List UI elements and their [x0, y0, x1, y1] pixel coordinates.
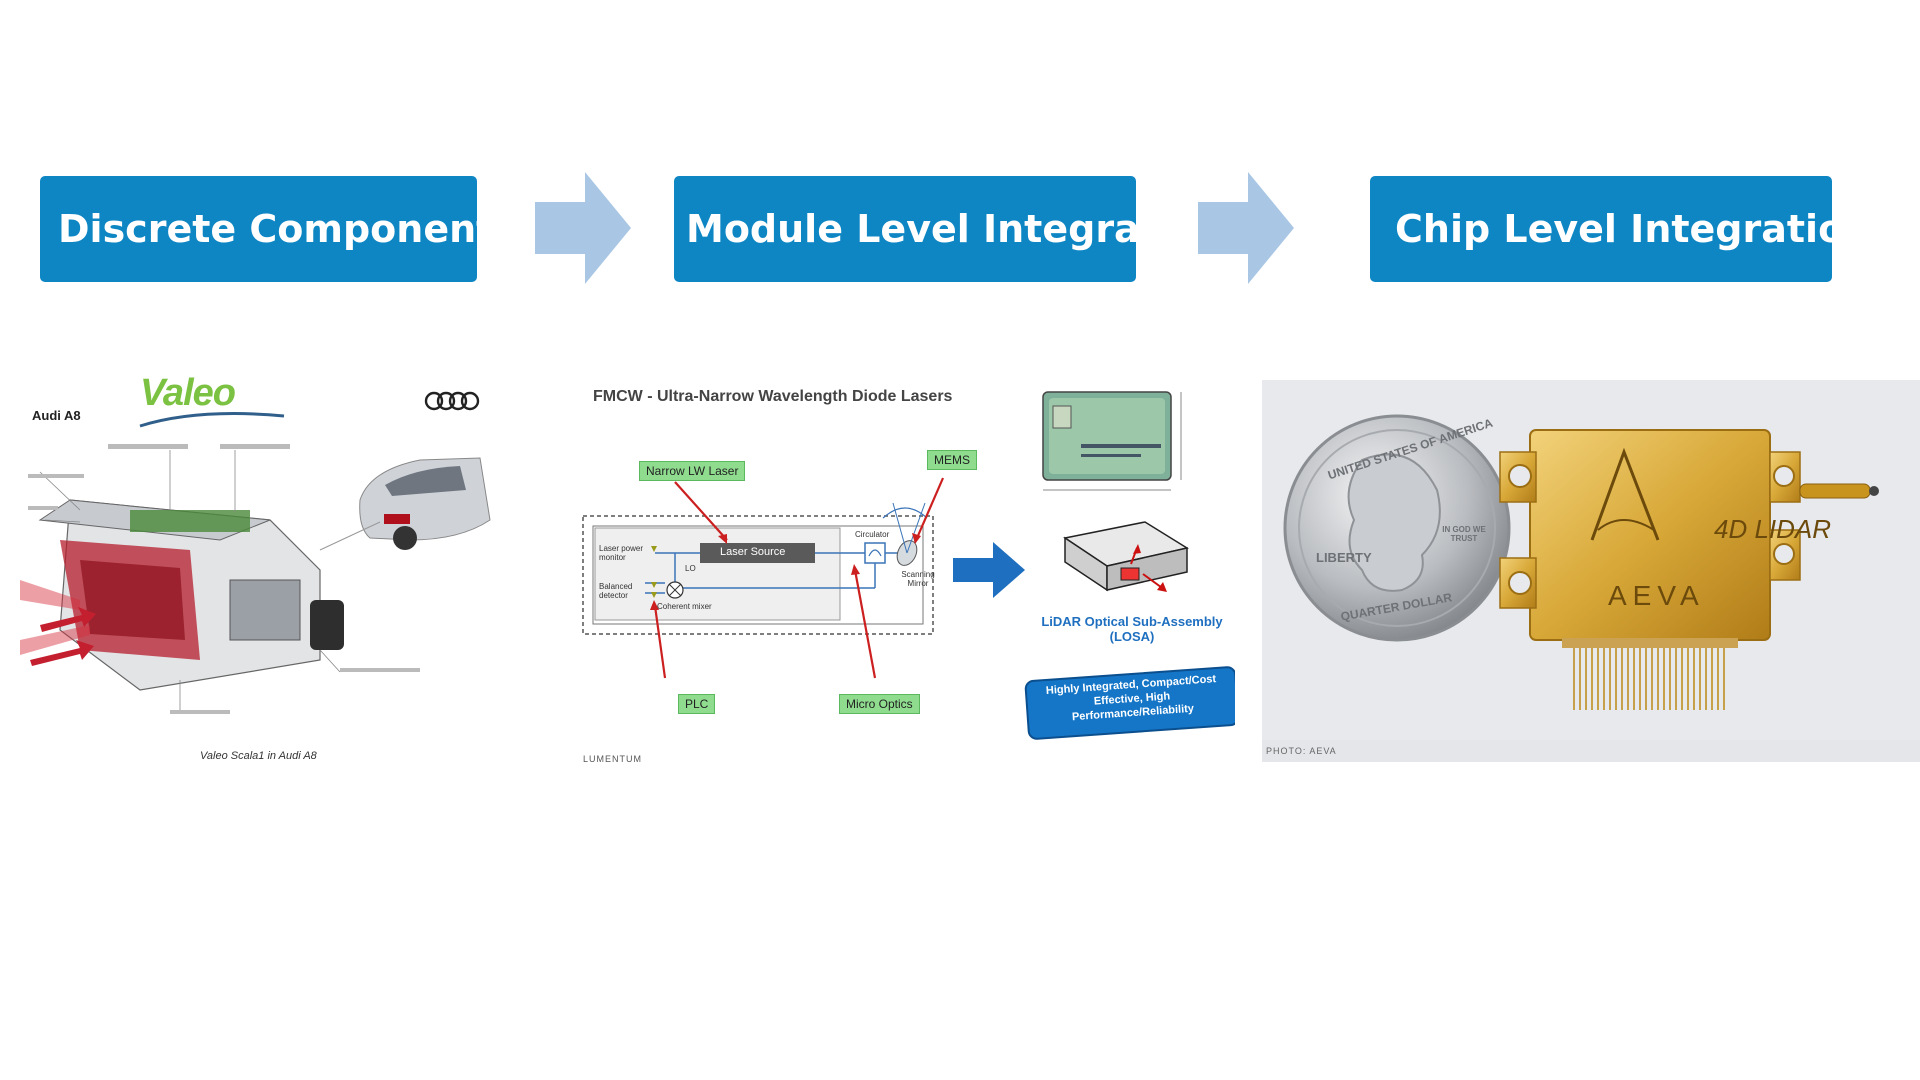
label-plc: PLC	[678, 694, 716, 714]
discrete-components-image: Audi A8 Valeo	[20, 370, 500, 770]
sensor-caption: Valeo Scala1 in Audi A8	[200, 750, 317, 762]
label-coherent-mixer: Coherent mixer	[657, 602, 712, 611]
stage-label: Discrete Components	[58, 207, 517, 251]
coin-text-liberty: LIBERTY	[1316, 550, 1372, 565]
label-lo: LO	[685, 564, 696, 573]
stage-label: Chip Level Integration	[1395, 207, 1872, 251]
losa-label: LiDAR Optical Sub-Assembly (LOSA)	[1041, 614, 1223, 644]
module-title: FMCW - Ultra-Narrow Wavelength Diode Las…	[593, 388, 953, 405]
valeo-swoosh-icon	[139, 412, 285, 428]
module-level-integration-image: FMCW - Ultra-Narrow Wavelength Diode Las…	[575, 378, 1235, 778]
label-balanced-detector: Balanced detector	[599, 582, 633, 600]
right-arrow-icon	[1198, 172, 1294, 284]
label-scanning-mirror: Scanning Mirror	[901, 570, 935, 588]
stage-chip-level-integration: Chip Level Integration	[1370, 176, 1871, 282]
audi-rings-icon	[424, 391, 480, 411]
photo-credit: PHOTO: AEVA	[1266, 746, 1337, 756]
stage-module-level-integration: Module Level Integration	[674, 176, 1224, 282]
chip-level-integration-image: UNITED STATES OF AMERICA LIBERTY IN GOD …	[1262, 380, 1920, 762]
product-label: 4D LIDAR	[1714, 514, 1832, 544]
label-micro-optics: Micro Optics	[839, 694, 920, 714]
label-laser-power-monitor: Laser power monitor	[599, 544, 644, 562]
aeva-chip-photo	[1262, 380, 1920, 740]
stage-discrete-components: Discrete Components	[40, 176, 517, 282]
lidar-sensor-illustration	[20, 444, 491, 714]
label-mems: MEMS	[927, 450, 977, 470]
label-narrow-lw-laser: Narrow LW Laser	[639, 461, 746, 481]
fmcw-block-diagram	[582, 391, 1235, 740]
valeo-logo: Valeo	[140, 372, 236, 414]
lumentum-logo: LUMENTUM	[583, 754, 642, 764]
label-laser-source: Laser Source	[720, 546, 786, 558]
right-arrow-icon	[535, 172, 631, 284]
coin-text-motto: IN GOD WE TRUST	[1442, 525, 1486, 543]
stage-label: Module Level Integration	[686, 207, 1225, 251]
label-circulator: Circulator	[855, 530, 890, 539]
aeva-brand: AEVA	[1608, 580, 1705, 611]
model-label: Audi A8	[32, 408, 81, 423]
